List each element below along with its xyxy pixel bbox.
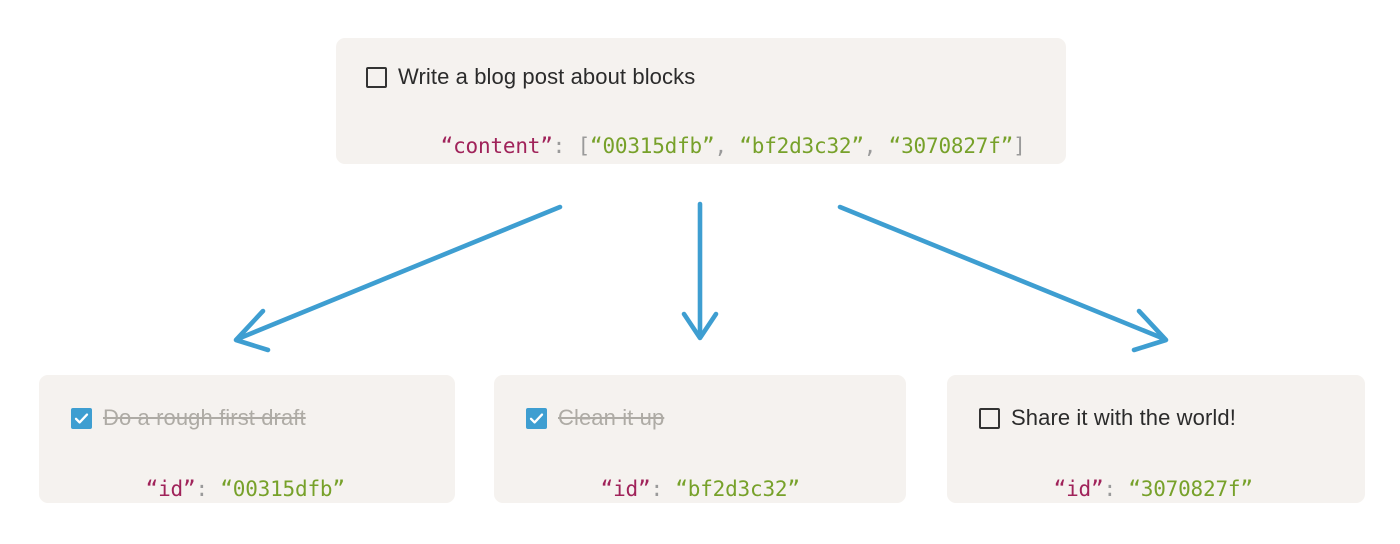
child-json-line: “id”: “3070827f” xyxy=(979,447,1365,531)
child-block-card[interactable]: Share it with the world! “id”: “3070827f… xyxy=(947,375,1365,503)
child-todo-label: Do a rough first draft xyxy=(103,405,306,430)
json-colon: : xyxy=(195,477,221,501)
json-key-content: “content” xyxy=(440,134,553,158)
child-json-line: “id”: “00315dfb” xyxy=(71,447,455,531)
json-colon: : xyxy=(1103,477,1129,501)
json-key-id: “id” xyxy=(1053,477,1104,501)
child-todo-label: Clean it up xyxy=(558,405,665,430)
checkbox-checked-icon[interactable] xyxy=(526,407,547,429)
checkbox-checked-icon[interactable] xyxy=(71,407,92,429)
arrow-to-third-child xyxy=(837,204,1169,353)
json-close-bracket: ] xyxy=(1013,134,1026,158)
child-json-line: “id”: “bf2d3c32” xyxy=(526,447,906,531)
json-value-id: “bf2d3c32” xyxy=(675,477,800,501)
parent-todo-row: Write a blog post about blocks xyxy=(366,64,1036,90)
checkbox-unchecked-icon[interactable] xyxy=(979,407,1000,429)
json-value-0: “00315dfb” xyxy=(590,134,715,158)
json-key-id: “id” xyxy=(145,477,196,501)
checkbox-unchecked-icon[interactable] xyxy=(366,66,387,88)
json-key-id: “id” xyxy=(600,477,651,501)
json-value-1: “bf2d3c32” xyxy=(739,134,864,158)
json-value-id: “00315dfb” xyxy=(220,477,345,501)
parent-todo-label: Write a blog post about blocks xyxy=(398,64,696,89)
child-todo-row: Clean it up xyxy=(526,405,906,431)
child-block-card[interactable]: Do a rough first draft “id”: “00315dfb” xyxy=(39,375,455,503)
child-todo-row: Do a rough first draft xyxy=(71,405,455,431)
json-open-bracket: [ xyxy=(577,134,591,158)
child-todo-label: Share it with the world! xyxy=(1011,405,1236,430)
parent-json-line: “content”: [“00315dfb”, “bf2d3c32”, “307… xyxy=(366,104,1036,188)
json-value-2: “3070827f” xyxy=(888,134,1014,158)
json-separator-1: , xyxy=(863,134,889,158)
json-colon: : xyxy=(650,477,676,501)
child-todo-row: Share it with the world! xyxy=(979,405,1365,431)
json-colon: : xyxy=(552,134,578,158)
child-block-card[interactable]: Clean it up “id”: “bf2d3c32” xyxy=(494,375,906,503)
arrow-to-first-child xyxy=(233,204,563,353)
json-separator-0: , xyxy=(714,134,740,158)
parent-block-card[interactable]: Write a blog post about blocks “content”… xyxy=(336,38,1066,164)
json-value-id: “3070827f” xyxy=(1128,477,1253,501)
arrow-to-second-child xyxy=(681,201,719,341)
